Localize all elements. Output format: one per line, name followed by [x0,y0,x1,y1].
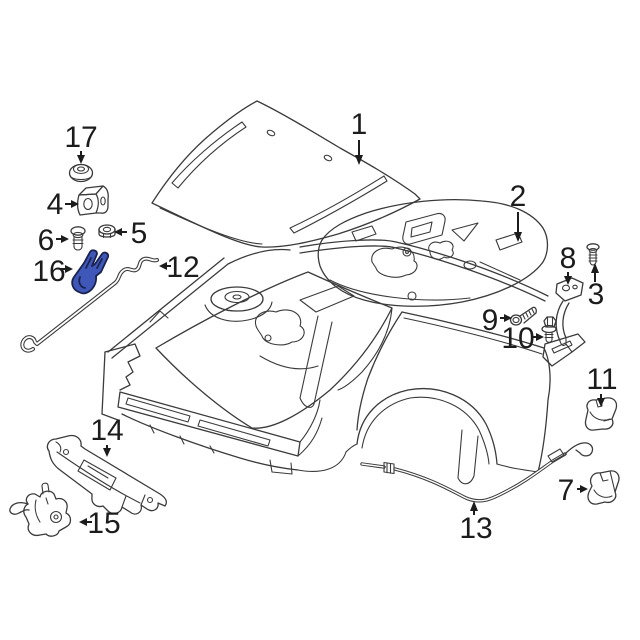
callout-3-rivet[interactable]: 3 [588,263,605,311]
callout-2-label: 2 [510,180,527,213]
callout-6-stud[interactable]: 6 [38,224,69,257]
rivet-part[interactable] [586,243,600,266]
stud-bolt-part[interactable] [70,226,86,251]
callout-6-label: 6 [38,224,55,257]
callout-16-rod-clip[interactable]: 16 [32,255,73,288]
bolt-part[interactable] [541,316,557,343]
cable-clip-lower-part[interactable] [587,470,620,505]
callout-10-label: 10 [501,322,534,355]
callout-7-clip[interactable]: 7 [558,474,588,507]
callout-15-label: 15 [87,507,120,540]
callout-14-label: 14 [90,414,123,447]
nut-part[interactable] [98,224,116,239]
callout-1-label: 1 [351,108,368,141]
callout-7-label: 7 [558,474,575,507]
screw-part[interactable] [509,306,537,326]
callout-11-label: 11 [586,363,617,396]
grommet-part[interactable] [68,163,94,183]
hood-hinge-part[interactable] [542,277,586,367]
front-support-bracket-part[interactable] [46,434,167,515]
hood-prop-rod-part[interactable] [20,256,159,353]
callout-8-hinge[interactable]: 8 [560,242,577,285]
car-body-drawing [101,239,551,485]
callout-9-screw[interactable]: 9 [482,304,512,337]
callout-8-label: 8 [560,242,577,275]
callout-12-label: 12 [166,251,199,284]
bracket-part[interactable] [76,185,109,216]
hood-latch-part[interactable] [9,482,72,537]
callout-9-label: 9 [482,304,499,337]
callout-4-bracket[interactable]: 4 [47,188,79,221]
hood-insulator-pad-part[interactable] [317,199,549,307]
callout-17-label: 17 [64,121,97,154]
callout-2-insulator[interactable]: 2 [510,180,527,242]
callout-10-bolt[interactable]: 10 [501,322,544,355]
callout-13-label: 13 [459,512,492,545]
callout-5-label: 5 [131,217,148,250]
callout-3-label: 3 [588,278,605,311]
callout-11-clip[interactable]: 11 [586,363,618,407]
callout-4-label: 4 [47,188,64,221]
callout-17-grommet[interactable]: 17 [64,121,98,164]
hood-panel-part[interactable] [151,100,421,248]
callout-5-nut[interactable]: 5 [114,217,147,250]
callout-14-support[interactable]: 14 [90,414,124,457]
release-cable-part[interactable] [360,442,594,503]
prop-rod-clip-part-highlighted[interactable] [71,249,110,295]
callout-15-latch[interactable]: 15 [79,507,121,540]
callout-12-prop-rod[interactable]: 12 [159,251,200,284]
callout-13-cable[interactable]: 13 [459,501,493,545]
callout-1-hood[interactable]: 1 [351,108,368,165]
callout-16-label: 16 [32,255,65,288]
